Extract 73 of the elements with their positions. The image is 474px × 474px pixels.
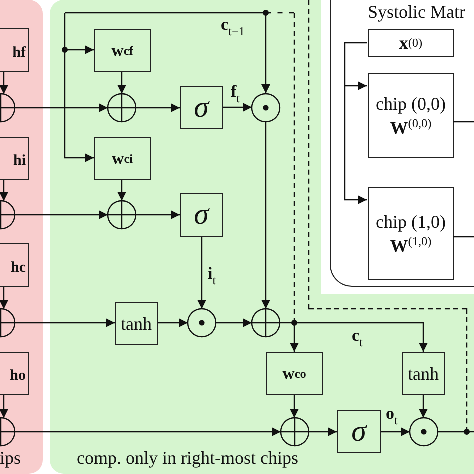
plus-circle (107, 200, 137, 230)
shaded-panel (0, 0, 43, 474)
plus-circle (0, 417, 16, 447)
dashed-line (294, 13, 296, 323)
arrow (294, 322, 428, 352)
dashed-line (266, 12, 294, 14)
chip-label: chip (0,0) (376, 94, 446, 112)
arrow (344, 86, 367, 204)
dot-circle (187, 308, 217, 338)
arrow (419, 395, 428, 418)
edge-label: i$_{t}$ (208, 265, 216, 284)
weight-label: W$^{(0,0)}$ (390, 118, 432, 136)
weight-box: hc (0, 243, 29, 287)
plus-circle (0, 93, 16, 123)
arrow (15, 104, 108, 112)
arrow (198, 237, 206, 309)
plus-circle (0, 200, 16, 230)
arrow (223, 103, 252, 112)
shaded-panel (50, 0, 474, 474)
rounded-panel (330, 0, 474, 287)
dot-circle (409, 417, 439, 447)
arrow (136, 210, 180, 220)
arrow (0, 395, 8, 418)
arrow (345, 82, 367, 90)
arrow (0, 180, 8, 202)
panel-caption: comp. only in right-most chips (77, 449, 298, 469)
arrow (158, 318, 188, 328)
line (453, 121, 474, 123)
panel-caption: ips (0, 449, 22, 469)
arrow (65, 46, 94, 54)
line (280, 322, 294, 324)
arrow (216, 318, 252, 328)
line (438, 431, 467, 433)
line (344, 42, 367, 86)
weight-box: ho (0, 352, 29, 395)
dashed-line (308, 0, 468, 432)
weight-label: W$^{(1,0)}$ (390, 236, 432, 254)
line (453, 236, 474, 238)
arrow (0, 287, 8, 310)
sigmoid-box: σ (180, 193, 223, 237)
plus-circle (280, 417, 310, 447)
arrow (309, 428, 337, 436)
plus-circle (0, 308, 16, 338)
plus-circle (107, 93, 137, 123)
chip-box (368, 187, 454, 280)
arrow (0, 72, 8, 94)
chip-label: chip (1,0) (376, 212, 446, 230)
arrow (118, 72, 126, 94)
panel-title: Systolic Matr (368, 3, 466, 23)
weight-box: hf (0, 28, 29, 72)
line (64, 13, 66, 50)
weight-box: hi (0, 137, 29, 180)
line (65, 12, 266, 14)
chip-box (368, 73, 454, 158)
edge-label: f$_{t}$ (231, 83, 240, 102)
arrow (381, 428, 410, 436)
arrow (118, 180, 126, 201)
arrow (15, 428, 281, 436)
arrow (64, 50, 94, 162)
arrow (262, 13, 270, 94)
dot-circle (251, 92, 281, 122)
tanh-box: tanh (115, 302, 158, 345)
sigmoid-box: σ (180, 86, 223, 129)
arrow (262, 122, 270, 309)
arrow (290, 323, 299, 352)
line (467, 431, 474, 433)
plus-circle (251, 308, 281, 338)
arrow (15, 318, 115, 328)
arrow (136, 104, 180, 112)
arrow (15, 210, 108, 220)
arrow (290, 395, 299, 418)
sigmoid-box: σ (337, 410, 381, 453)
tanh-box: tanh (402, 352, 445, 395)
